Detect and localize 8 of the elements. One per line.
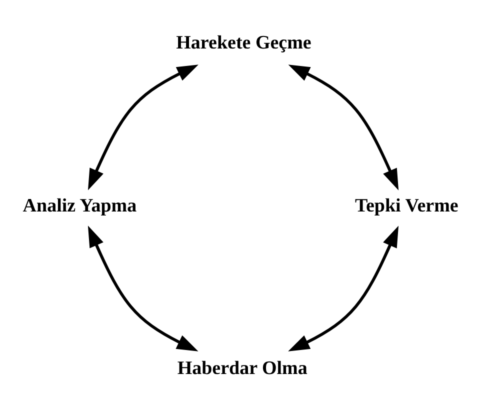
arrow [88,64,198,190]
node-text: Analiz Yapma [22,194,137,216]
arrow [288,64,399,190]
node-text: Harekete Geçme [176,32,312,53]
node-text: Haberdar Olma [177,358,308,379]
node-text: Tepki Verme [355,194,458,216]
arrow [288,225,399,351]
arrow [88,225,198,351]
